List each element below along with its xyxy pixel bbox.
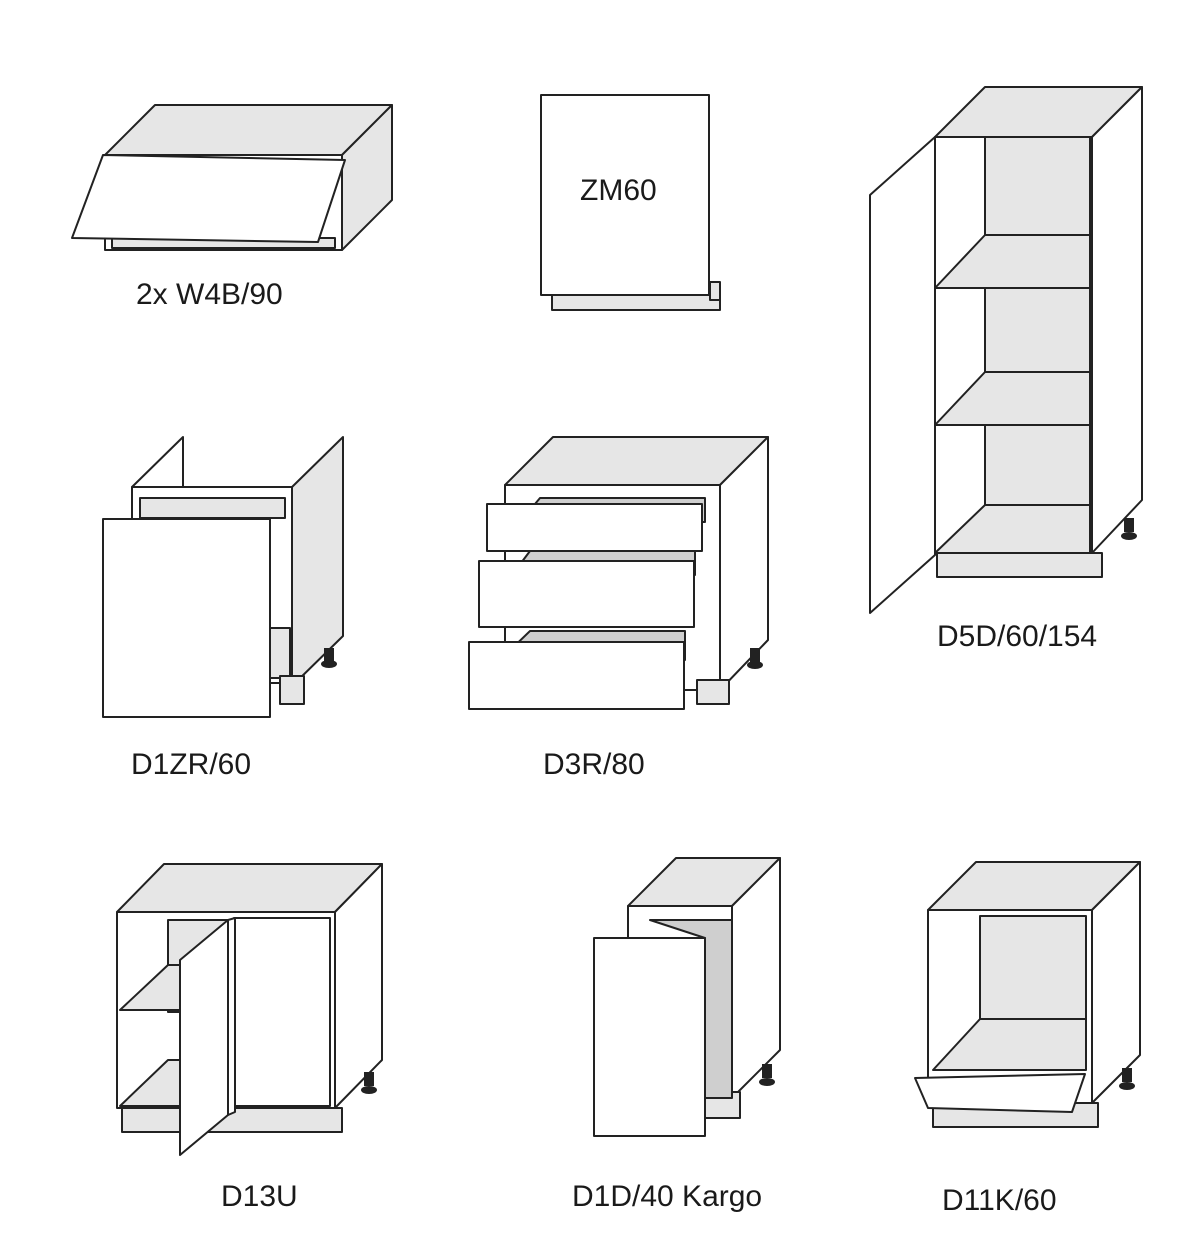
cabinet-d1zr-60-drawing [102, 436, 344, 718]
label-zm60: ZM60 [580, 174, 657, 207]
cabinet-d3r-80-drawing [468, 436, 769, 710]
label-d5d-60-154: D5D/60/154 [937, 620, 1098, 653]
cabinet-w4b-90-drawing [71, 104, 393, 251]
label-d13u: D13U [221, 1180, 298, 1213]
cabinet-d5d-60-154-drawing [869, 86, 1143, 614]
label-d1d-40-kargo: D1D/40 Kargo [572, 1180, 763, 1213]
label-d3r-80: D3R/80 [543, 748, 645, 781]
label-w4b-90: 2x W4B/90 [136, 278, 283, 311]
cabinet-d11k-60-drawing [914, 861, 1141, 1128]
cabinet-d1d-40-kargo-drawing [593, 857, 781, 1137]
label-d1zr-60: D1ZR/60 [131, 748, 252, 781]
cabinet-d13u-drawing [116, 863, 383, 1156]
cabinet-zm60-drawing [540, 94, 721, 311]
label-d11k-60: D11K/60 [942, 1184, 1057, 1217]
